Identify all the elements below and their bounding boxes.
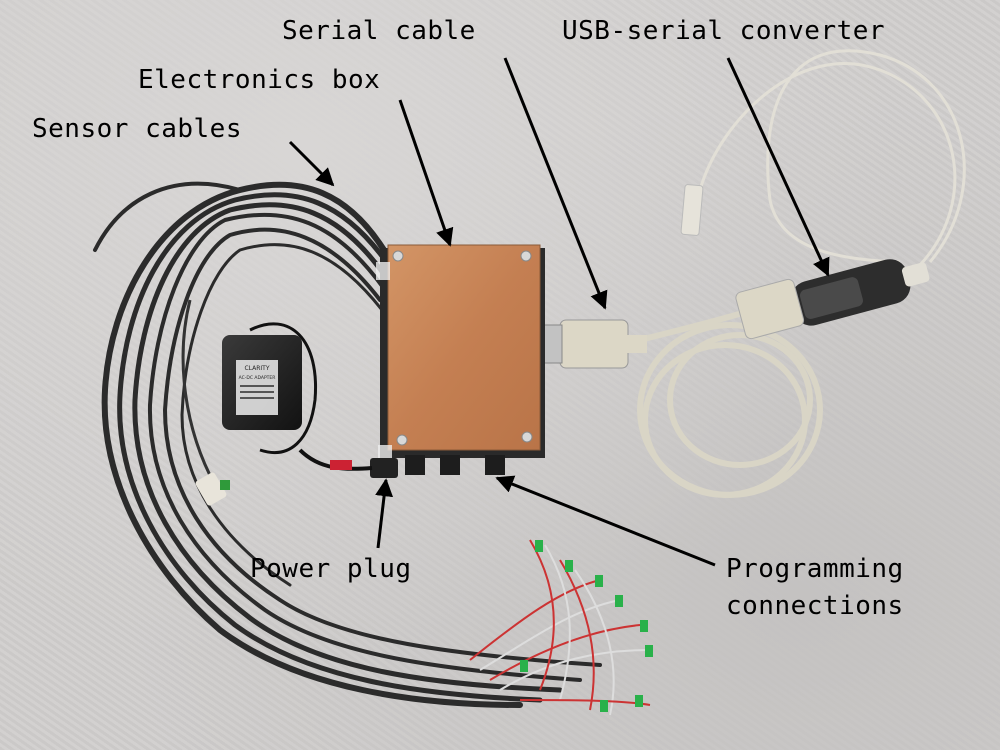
programming-headers bbox=[405, 455, 505, 475]
arrow-serial-cable bbox=[503, 57, 608, 310]
sensor-cables bbox=[93, 181, 602, 708]
label-electronics-box: Electronics box bbox=[138, 65, 381, 95]
adapter-model-text: AC-DC ADAPTER bbox=[239, 375, 276, 381]
heatshrink-red bbox=[330, 460, 352, 470]
arrow-programming bbox=[495, 475, 716, 567]
electronics-box bbox=[376, 244, 545, 463]
label-usb-serial-converter: USB-serial converter bbox=[562, 16, 886, 46]
arrow-power-plug bbox=[375, 478, 394, 549]
power-adapter: CLARITY AC-DC ADAPTER bbox=[222, 322, 318, 455]
db9-connector-converter bbox=[735, 278, 805, 340]
label-serial-cable: Serial cable bbox=[282, 16, 476, 46]
annotation-arrows bbox=[288, 57, 830, 567]
arrow-sensor-cables bbox=[288, 140, 335, 187]
label-power-plug: Power plug bbox=[250, 554, 412, 584]
label-connections: connections bbox=[726, 591, 904, 621]
label-sensor-cables: Sensor cables bbox=[32, 114, 242, 144]
arrow-usb-serial bbox=[726, 57, 830, 277]
serial-cable-coil bbox=[619, 302, 823, 498]
rj-plug bbox=[195, 472, 227, 506]
sensor-leds bbox=[520, 540, 653, 712]
usb-serial-converter bbox=[790, 259, 930, 326]
adapter-brand-text: CLARITY bbox=[244, 365, 269, 372]
phone-cable bbox=[181, 299, 217, 486]
db9-connector-box bbox=[539, 319, 647, 369]
power-plug bbox=[370, 458, 398, 478]
usb-plug bbox=[680, 184, 704, 236]
arrow-electronics-box bbox=[398, 99, 454, 247]
usb-cable bbox=[698, 49, 966, 267]
label-programming: Programming bbox=[726, 554, 904, 584]
sensor-wire-bundle bbox=[469, 539, 651, 716]
led-green bbox=[220, 480, 230, 490]
